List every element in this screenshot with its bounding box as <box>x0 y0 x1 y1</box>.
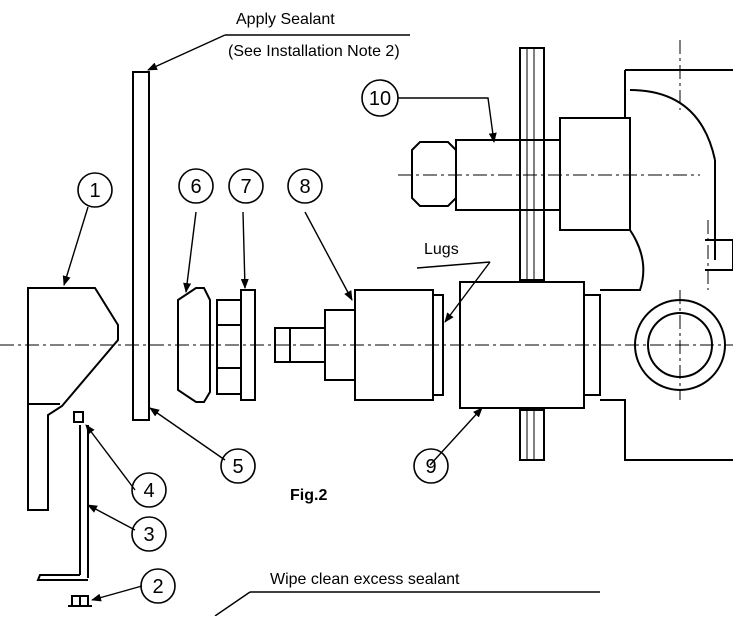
apply-sealant-label: Apply Sealant <box>236 11 335 28</box>
wipe-clean-label: Wipe clean excess sealant <box>270 571 460 588</box>
callout-6 <box>178 168 214 204</box>
callout-8 <box>287 168 323 204</box>
lever-handle <box>27 287 119 511</box>
leader-lines <box>62 34 600 617</box>
lugs-label: Lugs <box>424 241 459 258</box>
callout-3 <box>131 516 167 552</box>
wall-stud <box>519 47 545 461</box>
callout-6-number: 6 <box>190 176 201 198</box>
retaining-nut <box>216 289 256 401</box>
callout-8-number: 8 <box>299 176 310 198</box>
figure-label: Fig.2 <box>290 487 327 504</box>
hex-key <box>36 425 89 581</box>
callout-5 <box>220 448 256 484</box>
callout-9 <box>413 448 449 484</box>
valve-collar <box>459 281 601 409</box>
escutcheon-sleeve <box>177 287 211 403</box>
callout-7 <box>228 168 264 204</box>
callout-3-number: 3 <box>143 524 154 546</box>
callout-10-number: 10 <box>369 88 391 110</box>
stop-valve <box>398 117 700 231</box>
callout-circles <box>77 79 449 604</box>
cover-screw <box>68 595 92 607</box>
set-screw <box>73 411 84 423</box>
callout-2 <box>140 568 176 604</box>
callout-4-number: 4 <box>143 480 154 502</box>
callout-9-number: 9 <box>425 456 436 478</box>
callout-2-number: 2 <box>152 576 163 598</box>
wall-plate <box>132 71 150 421</box>
callout-5-number: 5 <box>232 456 243 478</box>
callout-1-number: 1 <box>89 180 100 202</box>
callout-7-number: 7 <box>240 176 251 198</box>
valve-body <box>600 40 733 461</box>
callout-10 <box>361 79 399 117</box>
installation-note-label: (See Installation Note 2) <box>228 43 400 60</box>
cartridge <box>274 289 444 401</box>
callout-1 <box>77 172 113 208</box>
callout-4 <box>131 472 167 508</box>
